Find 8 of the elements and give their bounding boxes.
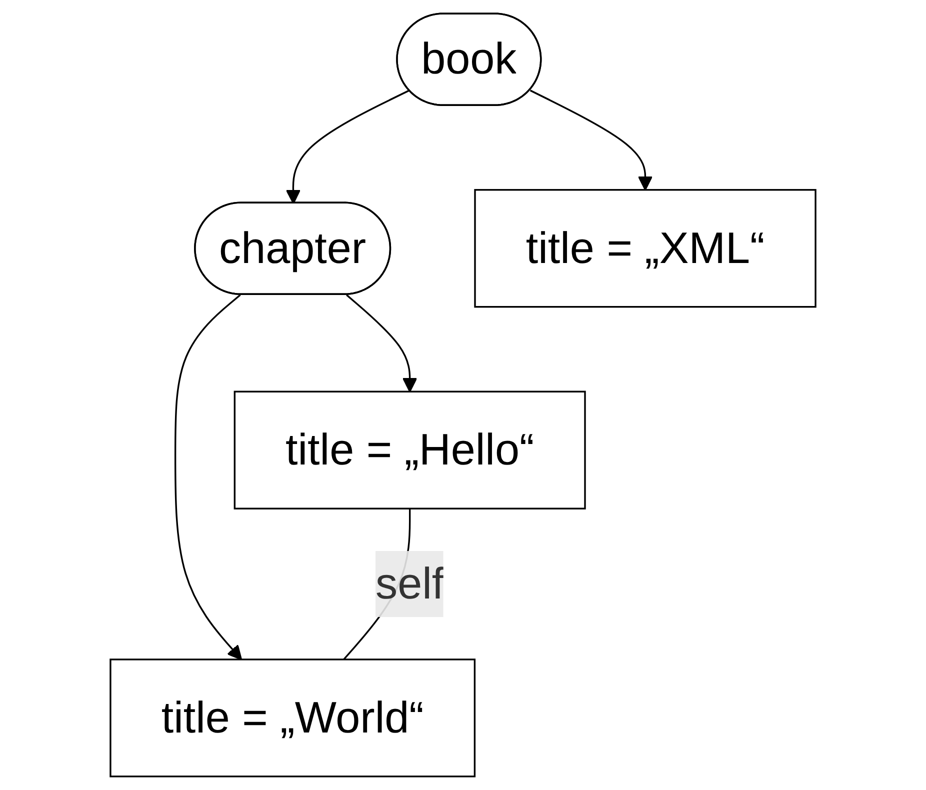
arrow xyxy=(286,90,410,204)
arrow xyxy=(346,294,418,392)
edge-label: self xyxy=(376,558,444,609)
node-box: title = „XML“ xyxy=(474,189,816,308)
arrow xyxy=(174,294,242,660)
node-box: title = „Hello“ xyxy=(234,390,586,510)
arrow xyxy=(530,90,653,191)
node-box: title = „World“ xyxy=(110,658,476,778)
